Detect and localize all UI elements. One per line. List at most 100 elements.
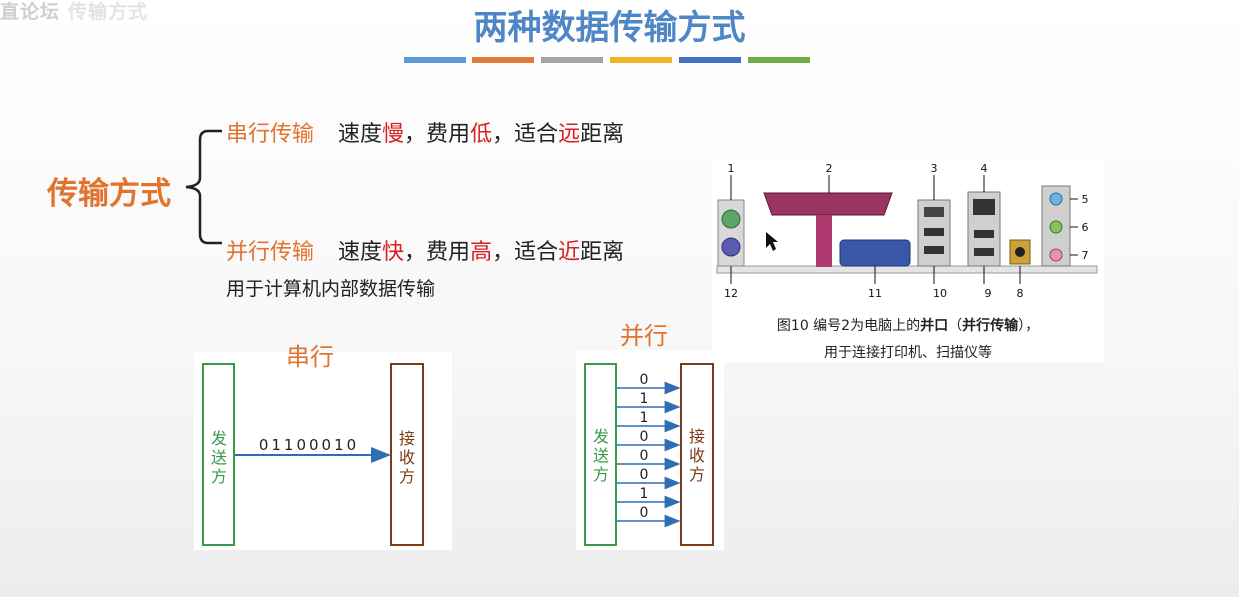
parallel-dist-pre: ，适合	[492, 240, 559, 265]
caption-mid: （	[948, 318, 963, 334]
parallel-bit-4: 0	[640, 429, 649, 445]
port-number-12: 12	[724, 287, 738, 300]
parallel-arrow-group	[617, 381, 681, 528]
port-number-9: 9	[985, 287, 992, 300]
parallel-row: 并行传输速度快，费用高，适合近距离	[226, 234, 624, 266]
parallel-receiver-box	[680, 363, 714, 546]
usb-port-icon	[974, 248, 994, 256]
port-number-3: 3	[931, 162, 938, 175]
serial-sender-char-3: 方	[211, 467, 227, 486]
serial-bits: 01100010	[259, 436, 359, 454]
firewire-port-icon	[924, 207, 944, 217]
serial-receiver-char-3: 方	[399, 467, 415, 486]
parallel-diagram: 发 送 方 接 收 方 0 1 1 0 0 0 1 0	[584, 363, 714, 546]
line-in-jack-icon	[1049, 192, 1063, 206]
parallel-port-icon	[763, 192, 893, 216]
parallel-dist-value: 近	[558, 240, 581, 265]
parallel-cost-value: 高	[470, 240, 493, 265]
stripe-3	[541, 57, 603, 63]
serial-dist-post: 距离	[580, 122, 625, 147]
serial-speed-pre: 速度	[338, 122, 383, 147]
port-number-6: 6	[1082, 221, 1089, 234]
method-label: 传输方式	[47, 176, 171, 212]
port-number-7: 7	[1082, 249, 1089, 262]
parallel-bit-6: 0	[640, 467, 649, 483]
port-number-10: 10	[933, 287, 947, 300]
parallel-dist-post: 距离	[580, 240, 625, 265]
stripe-4	[610, 57, 672, 63]
serial-receiver-char-2: 收	[399, 448, 415, 467]
port-figure-image: 1 2 3 4 5 6 7 12 11 10 9 8	[716, 162, 1098, 300]
usb-port-icon	[974, 230, 994, 238]
parallel-bit-7: 1	[640, 486, 649, 502]
serial-sender-char-1: 发	[211, 429, 227, 448]
serial-dist-value: 远	[558, 122, 581, 147]
serial-diagram-title: 串行	[286, 343, 334, 371]
parallel-speed-value: 快	[382, 240, 405, 265]
usb-port-icon	[924, 228, 944, 236]
port-number-labels: 1 2 3 4 5 6 7 12 11 10 9 8	[724, 162, 1089, 300]
port-number-1: 1	[728, 162, 735, 175]
parallel-port-stand-2	[816, 215, 822, 267]
caption-bold-parallel: 并行传输	[962, 318, 1019, 334]
stripe-1	[404, 57, 466, 63]
serial-speed-value: 慢	[382, 122, 405, 147]
parallel-receiver-char-1: 接	[689, 427, 705, 446]
stripe-2	[472, 57, 534, 63]
parallel-receiver-char-2: 收	[689, 446, 705, 465]
cursor-icon	[766, 232, 778, 251]
parallel-sender-char-1: 发	[593, 427, 609, 446]
port-number-2: 2	[826, 162, 833, 175]
parallel-sender-box	[584, 363, 617, 546]
watermark-text: 直论坛	[0, 1, 61, 23]
parallel-speed-pre: 速度	[338, 240, 383, 265]
port-number-11: 11	[868, 287, 882, 300]
port-panel-edge	[716, 265, 1098, 274]
port-number-8: 8	[1017, 287, 1024, 300]
stripe-5	[679, 57, 741, 63]
parallel-bit-5: 0	[640, 448, 649, 464]
line-out-jack-icon	[1049, 220, 1063, 234]
caption-bold-port: 并口	[920, 318, 949, 334]
parallel-diagram-panel	[576, 350, 724, 550]
figure-caption-line-2: 用于连接打印机、扫描仪等	[824, 345, 992, 361]
vga-port-icon	[839, 239, 911, 267]
mic-jack-icon	[1049, 248, 1063, 262]
serial-sender-char-2: 送	[211, 448, 227, 467]
port-number-5: 5	[1082, 193, 1089, 206]
port-number-4: 4	[981, 162, 988, 175]
spdif-hole	[1015, 247, 1025, 257]
caption-pre: 图10 编号2为电脑上的	[776, 318, 921, 334]
parallel-sender-char-2: 送	[593, 446, 609, 465]
parallel-label: 并行传输	[226, 240, 315, 265]
serial-receiver-char-1: 接	[399, 429, 415, 448]
figure-caption-line-1: 图10 编号2为电脑上的并口（并行传输），	[712, 315, 1104, 335]
serial-sender-box	[202, 363, 235, 546]
parallel-diagram-title: 并行	[620, 322, 668, 350]
parallel-bit-1: 0	[640, 372, 649, 388]
ethernet-port-icon	[973, 199, 995, 215]
leader-lines	[730, 175, 1078, 284]
curly-brace	[185, 129, 222, 245]
serial-cost-value: 低	[470, 122, 493, 147]
parallel-bit-3: 1	[640, 410, 649, 426]
serial-receiver-box	[390, 363, 424, 546]
parallel-receiver-char-3: 方	[689, 465, 705, 484]
serial-cost-pre: ，费用	[404, 122, 471, 147]
watermark: 直论坛传输方式	[0, 0, 148, 24]
ps2-mouse-port-icon	[721, 209, 741, 229]
serial-diagram: 发 送 方 接 收 方 01100010	[202, 363, 424, 546]
parallel-bit-2: 1	[640, 391, 649, 407]
serial-row: 串行传输速度慢，费用低，适合远距离	[226, 116, 624, 148]
usb-port-icon	[924, 246, 944, 254]
stripe-6	[748, 57, 810, 63]
watermark-faint-text: 传输方式	[68, 1, 149, 23]
parallel-note: 用于计算机内部数据传输	[226, 278, 436, 300]
ps2-keyboard-port-icon	[721, 237, 741, 257]
serial-dist-pre: ，适合	[492, 122, 559, 147]
serial-label: 串行传输	[226, 122, 315, 147]
parallel-bits: 0 1 1 0 0 0 1 0	[640, 372, 649, 521]
caption-post: ），	[1018, 318, 1040, 334]
parallel-port-stand	[822, 215, 832, 267]
parallel-cost-pre: ，费用	[404, 240, 471, 265]
